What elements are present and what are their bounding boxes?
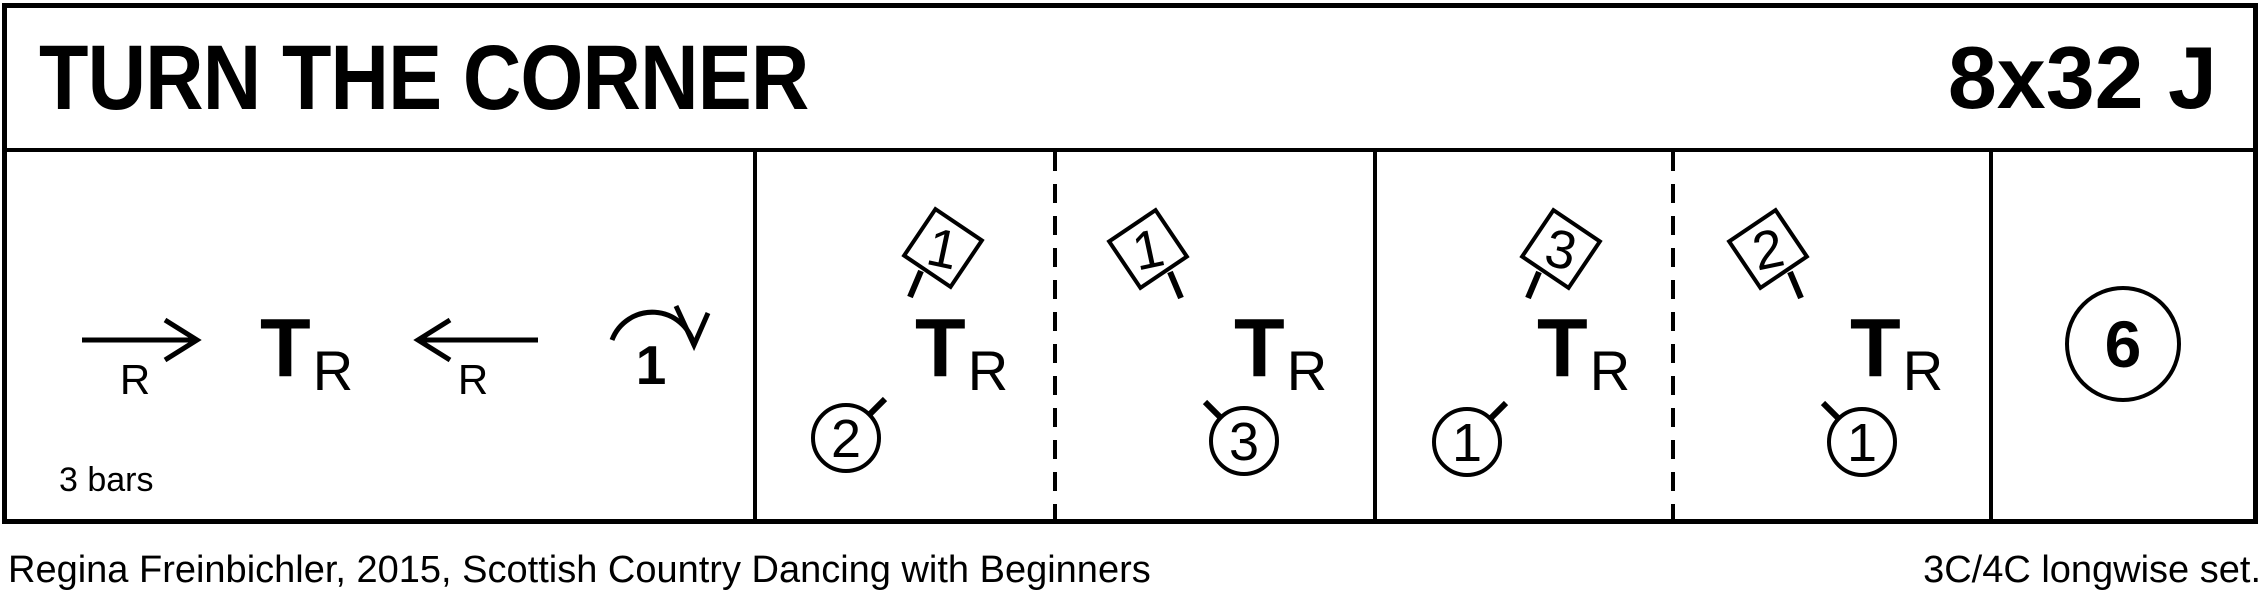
turn-letter: T <box>915 301 966 394</box>
retire-hand-label: R <box>457 356 489 403</box>
title-bar: TURN THE CORNER 8x32 J <box>7 8 2253 152</box>
dancers-graphic: 2 1 <box>1726 207 1897 477</box>
circle-six-graphic: 6 <box>2065 286 2181 402</box>
travel-arrows-graphic <box>82 304 711 363</box>
turn-hand-subscript: R <box>1902 339 1944 402</box>
woman-symbol <box>1827 407 1897 477</box>
turn-symbol: TR <box>1850 306 1943 399</box>
turn-hand-subscript: R <box>1286 339 1328 402</box>
dancers-graphic: 1 3 <box>1106 207 1279 476</box>
woman-facing-stem <box>1487 400 1509 422</box>
dance-code: 8x32 J <box>1947 28 2217 127</box>
cell-turn-1m-3w: 1 3 TR <box>1053 152 1373 519</box>
figures-row: R TR R 1 3 bars 1 2 TR <box>7 152 2253 519</box>
dancers-graphic: 3 1 <box>1432 207 1603 477</box>
footer: Regina Freinbichler, 2015, Scottish Coun… <box>0 549 2267 593</box>
man-symbol: 1 <box>1106 207 1190 291</box>
woman-number: 1 <box>1847 413 1877 473</box>
woman-number: 2 <box>831 409 861 469</box>
turn-letter: T <box>260 301 311 394</box>
woman-facing-stem <box>1820 400 1842 422</box>
woman-number: 3 <box>1229 412 1259 472</box>
dashed-divider <box>1053 152 1057 519</box>
turn-symbol: TR <box>915 306 1008 399</box>
turn-hand-subscript: R <box>312 339 354 402</box>
woman-symbol <box>811 403 881 473</box>
woman-symbol <box>1432 407 1502 477</box>
retire-arrow <box>413 317 538 363</box>
woman-number: 1 <box>1452 413 1482 473</box>
man-symbol: 2 <box>1726 207 1810 291</box>
cell-turn-1m-2w: 1 2 TR <box>753 152 1053 519</box>
dancers-graphic: 1 2 <box>811 206 985 473</box>
turn-symbol: TR <box>260 306 353 399</box>
man-facing-stem <box>1787 270 1804 300</box>
cell-turn-3m-1w: 3 1 TR <box>1373 152 1671 519</box>
turn-letter: T <box>1850 301 1901 394</box>
turn-symbol: TR <box>1537 306 1630 399</box>
credit-line: Regina Freinbichler, 2015, Scottish Coun… <box>8 549 1151 591</box>
woman-facing-stem <box>866 396 888 418</box>
bar-count-label: 3 bars <box>59 461 154 499</box>
man-symbol: 1 <box>901 206 985 290</box>
man-facing-stem <box>907 269 924 299</box>
cell-bars-1-3: R TR R 1 3 bars <box>7 152 753 519</box>
cast-couple-number: 1 <box>635 334 667 396</box>
cell-turn-2m-1w: 2 1 TR <box>1671 152 1989 519</box>
man-symbol: 3 <box>1519 207 1603 291</box>
advance-arrow <box>82 317 202 363</box>
turn-hand-subscript: R <box>967 339 1009 402</box>
turn-letter: T <box>1234 301 1285 394</box>
dashed-divider <box>1671 152 1675 519</box>
woman-facing-stem <box>1202 399 1224 421</box>
circle-six-symbol <box>2065 286 2181 402</box>
woman-symbol <box>1209 406 1279 476</box>
advance-hand-label: R <box>119 356 151 403</box>
cast-arrow <box>609 304 711 352</box>
man-facing-stem <box>1525 270 1542 300</box>
man-facing-stem <box>1167 270 1184 300</box>
turn-hand-subscript: R <box>1589 339 1631 402</box>
diagram-frame: TURN THE CORNER 8x32 J <box>2 3 2258 524</box>
cell-circle-six: 6 <box>1989 152 2253 519</box>
set-type-label: 3C/4C longwise set. <box>1923 549 2261 591</box>
turn-symbol: TR <box>1234 306 1327 399</box>
dance-title: TURN THE CORNER <box>39 26 809 129</box>
circle-six-number: 6 <box>2105 307 2142 381</box>
turn-letter: T <box>1537 301 1588 394</box>
